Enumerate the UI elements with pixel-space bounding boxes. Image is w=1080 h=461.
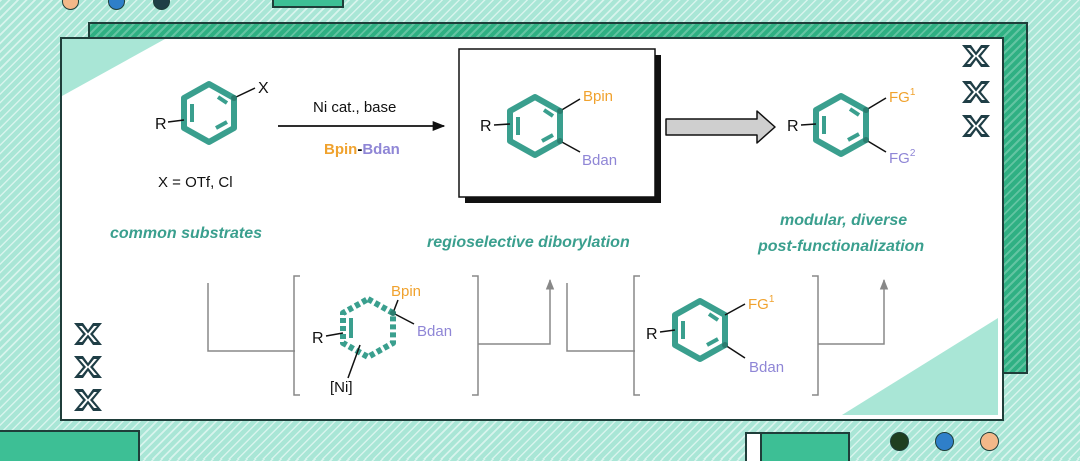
mechanism-path-2 bbox=[566, 275, 889, 396]
corner-triangle-bottom-right bbox=[842, 318, 998, 415]
intermediate-molecule: R Bpin Bdan [Ni] bbox=[312, 283, 452, 396]
x-logo-icon bbox=[962, 45, 990, 67]
mono-r-label: R bbox=[646, 326, 658, 343]
fg1-label: FG1 bbox=[889, 87, 916, 106]
product-r-label: R bbox=[480, 118, 492, 135]
x-logo-icon bbox=[962, 81, 990, 103]
product-bpin-label: Bpin bbox=[583, 88, 613, 105]
mono-fg-label: FG1 bbox=[748, 294, 775, 313]
x-logo-icon bbox=[74, 356, 102, 378]
reagent-dash: - bbox=[357, 141, 362, 158]
substrate-caption: common substrates bbox=[110, 225, 262, 242]
intermediate-bdan-label: Bdan bbox=[417, 323, 452, 340]
functionalized-molecule: R FG1 FG2 bbox=[787, 87, 916, 167]
block-arrow-icon bbox=[665, 110, 776, 144]
x-logo-icon bbox=[74, 389, 102, 411]
dot-peach-icon bbox=[980, 432, 999, 451]
reaction-reagent: Bpin-Bdan bbox=[324, 141, 400, 158]
product-molecule: R Bpin Bdan bbox=[480, 88, 617, 169]
product-bdan-label: Bdan bbox=[582, 152, 617, 169]
bottom-center-block bbox=[760, 432, 850, 461]
product-caption: regioselective diborylation bbox=[427, 234, 630, 251]
mono-functionalized-molecule: R FG1 Bdan bbox=[646, 294, 784, 376]
mono-bdan-label: Bdan bbox=[749, 359, 784, 376]
bottom-left-block bbox=[0, 430, 140, 461]
reaction-conditions: Ni cat., base bbox=[313, 99, 396, 116]
functionalized-r-label: R bbox=[787, 118, 799, 135]
substrate-molecule: R X bbox=[155, 80, 269, 145]
substrate-x-label: X bbox=[258, 80, 269, 97]
functionalized-caption-line2: post-functionalization bbox=[757, 238, 924, 255]
dot-blue-icon bbox=[935, 432, 954, 451]
corner-triangle-top-left bbox=[62, 39, 165, 96]
reagent-bpin: Bpin bbox=[324, 141, 357, 158]
functionalized-caption-line1: modular, diverse bbox=[780, 212, 907, 229]
mechanism-path-1 bbox=[207, 275, 555, 396]
intermediate-r-label: R bbox=[312, 330, 324, 347]
substrate-r-label: R bbox=[155, 116, 167, 133]
dot-dark-icon bbox=[890, 432, 909, 451]
x-logo-icon bbox=[962, 115, 990, 137]
x-logo-icon bbox=[74, 323, 102, 345]
substrate-x-note: X = OTf, Cl bbox=[158, 174, 233, 191]
reagent-bdan: Bdan bbox=[362, 141, 400, 158]
fg2-label: FG2 bbox=[889, 148, 916, 167]
top-teal-block bbox=[272, 0, 344, 8]
intermediate-bpin-label: Bpin bbox=[391, 283, 421, 300]
intermediate-ni-label: [Ni] bbox=[330, 379, 353, 396]
